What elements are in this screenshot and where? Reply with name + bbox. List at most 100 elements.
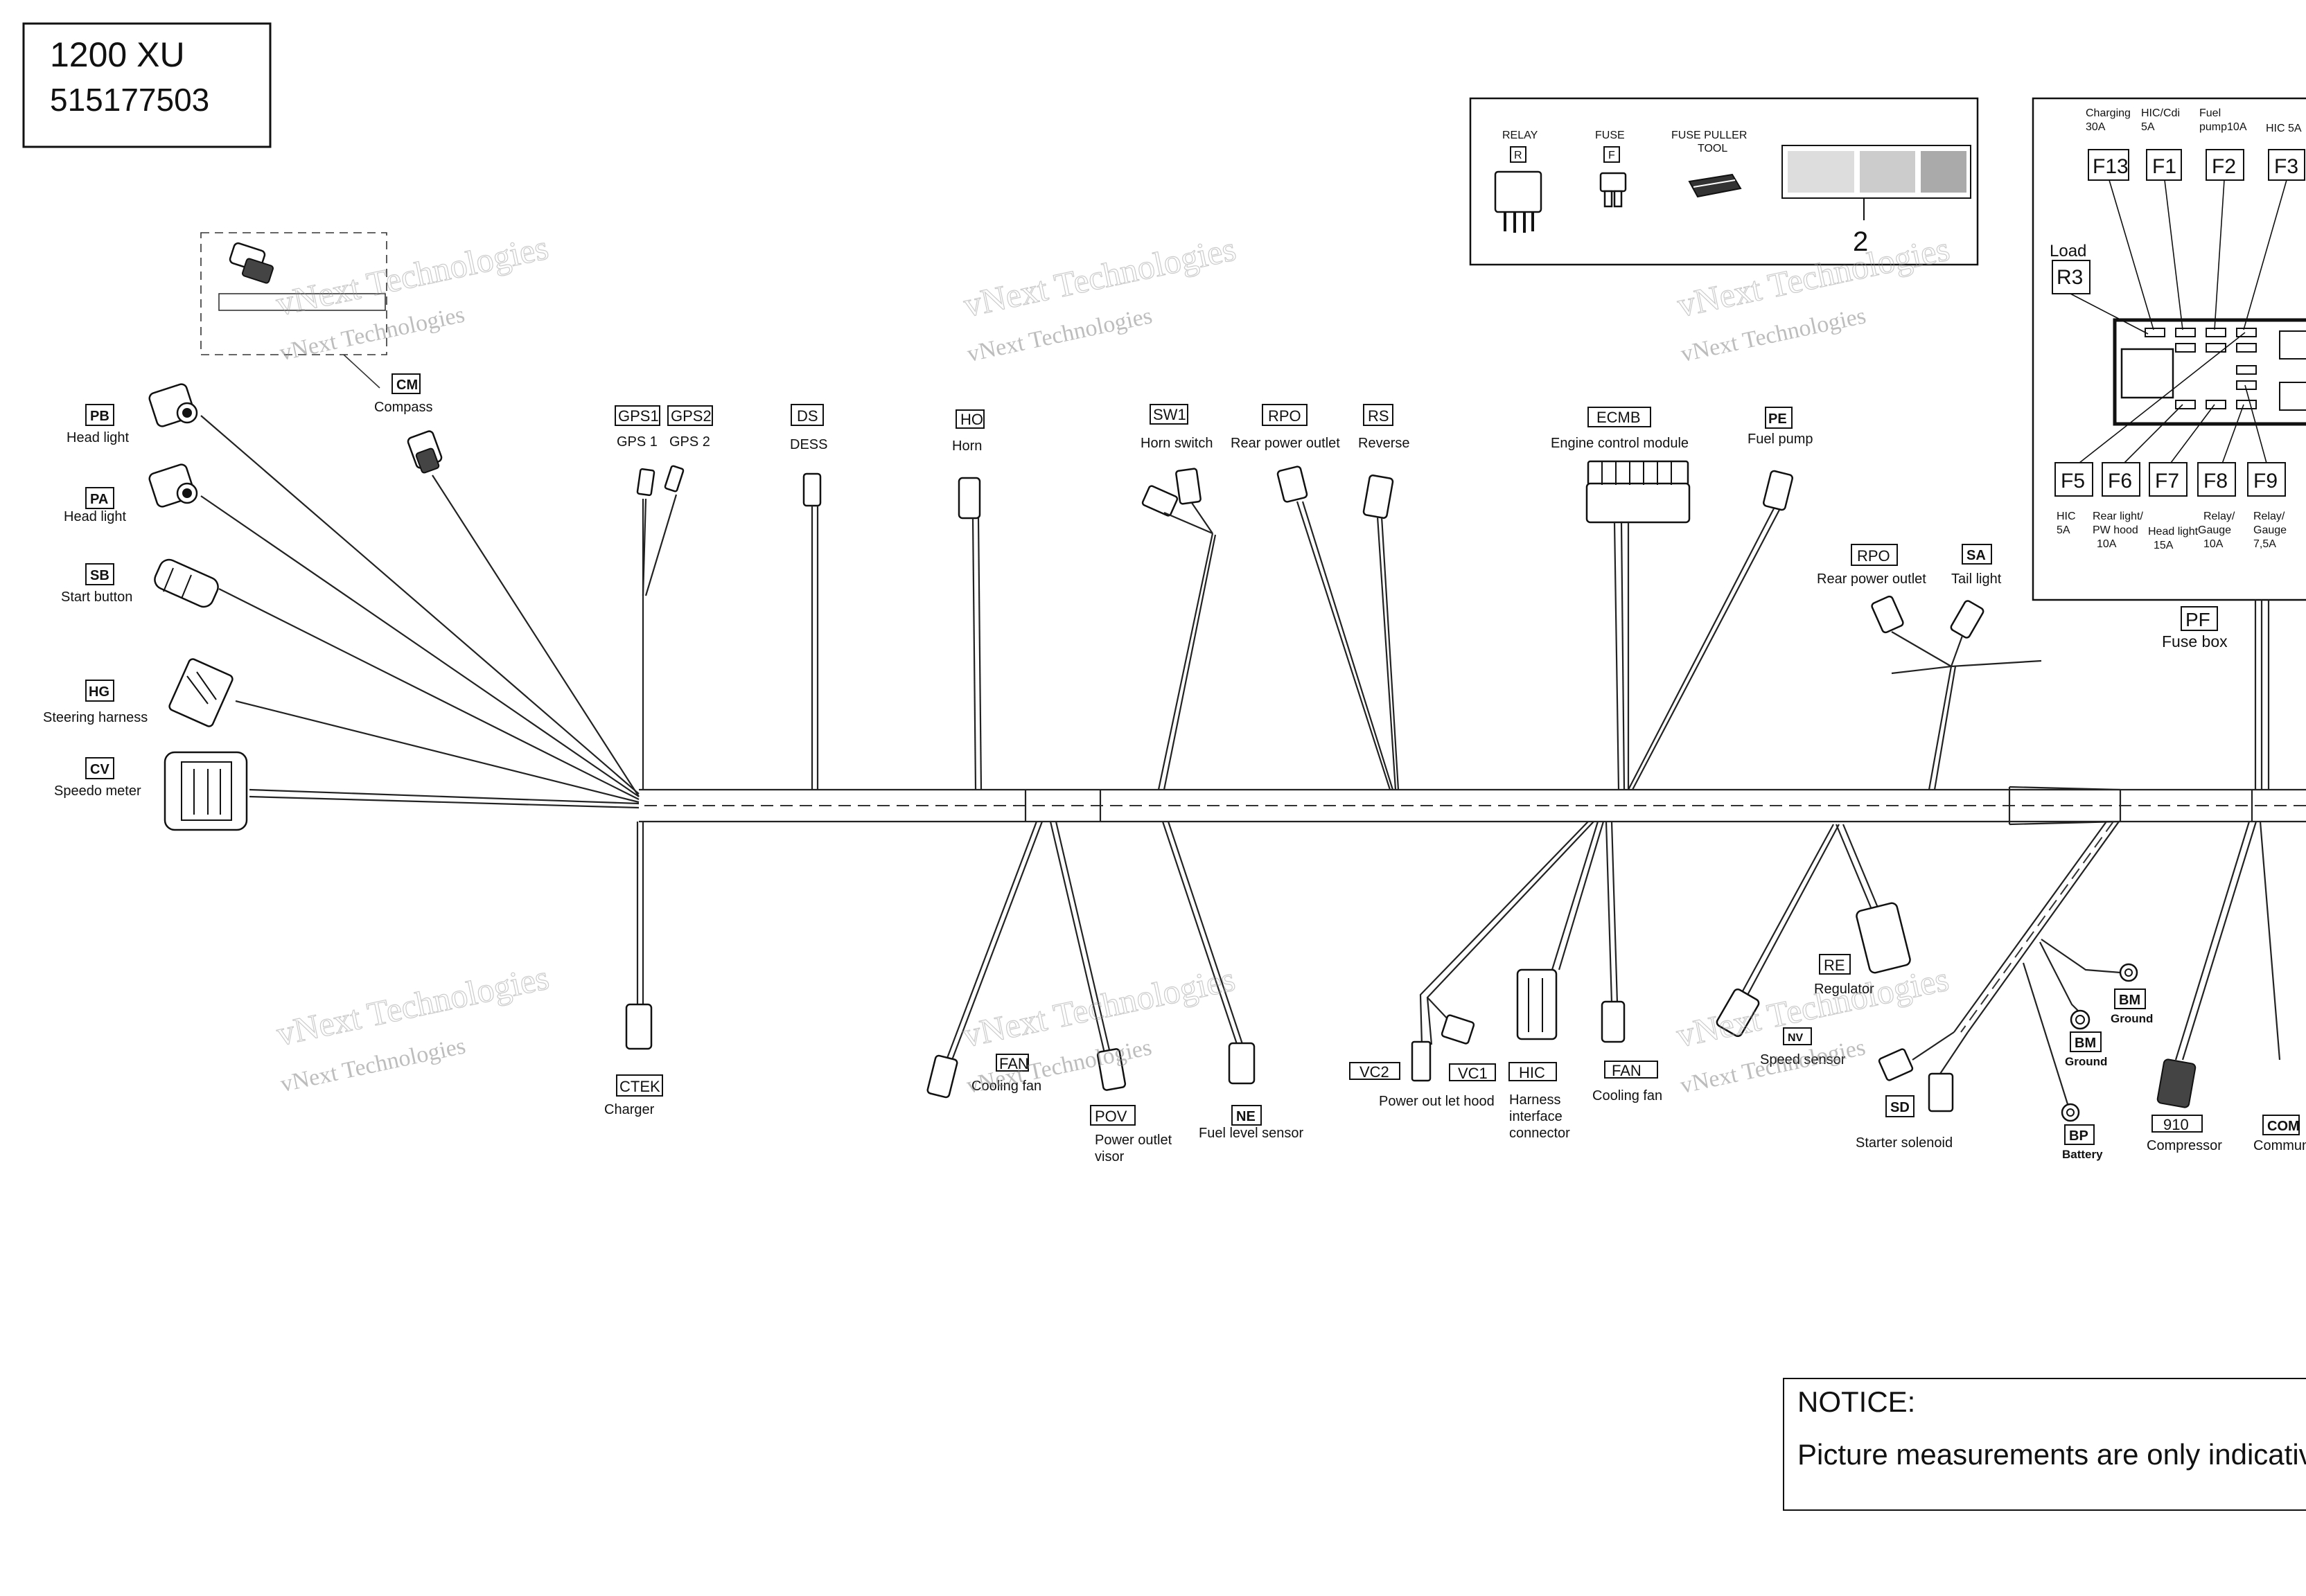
fuse-f8-code: F8 xyxy=(2203,470,2228,493)
left-branch-wires xyxy=(200,415,678,809)
fuse-f7-code: F7 xyxy=(2155,470,2179,493)
connector-gps1-code: GPS1 xyxy=(618,407,659,425)
fuse-f13-code: F13 xyxy=(2093,155,2129,178)
fuse-f5-label-1: HIC xyxy=(2057,511,2076,522)
connector-ho-name: Horn xyxy=(952,438,982,454)
fuse-f8-label-3: 10A xyxy=(2203,538,2224,550)
fuse-f5-label-2: 5A xyxy=(2057,524,2070,536)
connector-sa-code: SA xyxy=(1966,548,1986,563)
fuse-f9: F9 Relay/ Gauge 7,5A xyxy=(2247,462,2287,550)
fuse-f6: F6 Rear light/ PW hood 10A xyxy=(2093,462,2143,550)
start-button-plug-icon xyxy=(154,558,219,608)
legend-puller-label-2: TOOL xyxy=(1698,143,1727,154)
connector-re: RE Regulator xyxy=(1814,824,1911,997)
connector-rpo-name: Rear power outlet xyxy=(1231,436,1340,451)
notice-box: NOTICE: Picture measurements are only in… xyxy=(1783,1378,2306,1511)
connector-rpo2-code: RPO xyxy=(1857,547,1890,565)
connector-sd-name: Starter solenoid xyxy=(1856,1135,1953,1151)
fuse-f8-label-2: Gauge xyxy=(2198,524,2231,536)
relay-icon xyxy=(1494,170,1542,233)
connector-pe: PE Fuel pump xyxy=(1628,407,1813,790)
connector-gps2-code: GPS2 xyxy=(671,407,712,425)
connector-rpo2: RPO Rear power outlet xyxy=(1817,544,1926,634)
title-block: 1200 XU 515177503 xyxy=(22,22,272,148)
connector-sa-name: Tail light xyxy=(1951,571,2002,587)
connector-bm1: BM Ground xyxy=(2041,939,2153,1025)
fuse-f6-label-3: 10A xyxy=(2097,538,2117,550)
connector-bp-code: BP xyxy=(2069,1128,2088,1144)
connector-ctek-code: CTEK xyxy=(619,1078,660,1095)
connector-rpo2-name: Rear power outlet xyxy=(1817,571,1926,587)
connector-pb: PB Head light xyxy=(67,383,198,445)
connector-pf-name: Fuse box xyxy=(2162,632,2228,650)
connector-fan2-code: FAN xyxy=(1612,1062,1642,1079)
connector-bm1-code: BM xyxy=(2119,993,2140,1008)
legend-relay-label: RELAY xyxy=(1502,130,1538,141)
fuse-f13-label-2: 30A xyxy=(2086,121,2106,133)
connector-pb-name: Head light xyxy=(67,430,130,445)
connector-hic: HIC Harness interface connector xyxy=(1508,821,1605,1141)
connector-hic-name-3: connector xyxy=(1509,1126,1570,1141)
watermark-text: vNext Technologies xyxy=(1673,959,1953,1055)
connector-hic-code: HIC xyxy=(1519,1064,1545,1081)
connector-910: 910 Compressor xyxy=(2147,821,2257,1153)
fuse-f5-code: F5 xyxy=(2061,470,2085,493)
connector-cv-code: CV xyxy=(90,762,109,777)
headlight-plug-icon xyxy=(148,463,198,508)
connector-ne: NE Fuel level sensor xyxy=(1161,821,1304,1141)
connector-gps2-name: GPS 2 xyxy=(669,434,710,450)
connector-pe-code: PE xyxy=(1768,411,1787,427)
headlight-plug-icon xyxy=(148,383,198,427)
fuse-block-body xyxy=(2070,179,2306,466)
connector-bm2-name: Ground xyxy=(2065,1055,2107,1068)
notice-heading: NOTICE: xyxy=(1797,1385,1915,1418)
legend-relay-code: R xyxy=(1514,150,1522,161)
fuse-puller-icon xyxy=(1688,173,1742,198)
connector-fan2-name: Cooling fan xyxy=(1592,1088,1662,1103)
fuse-f2-code: F2 xyxy=(2212,155,2236,178)
connector-sw1: SW1 Horn switch xyxy=(1141,404,1217,790)
speedometer-plug-icon xyxy=(164,751,248,831)
connector-vc2-code: VC2 xyxy=(1359,1063,1389,1081)
connector-ecmb-code: ECMB xyxy=(1596,409,1641,426)
fuse-f2-label-1: Fuel xyxy=(2199,107,2221,119)
connector-com-name: Commun xyxy=(2253,1138,2306,1153)
connector-ctek-name: Charger xyxy=(604,1102,655,1117)
fuse-f7: F7 Head light 15A xyxy=(2148,462,2199,551)
legend-callout-number: 2 xyxy=(1853,227,1868,257)
fuse-f1-code: F1 xyxy=(2152,155,2176,178)
fuse-f13-label-1: Charging xyxy=(2086,107,2131,119)
connector-sd: SD Starter solenoid xyxy=(1856,1048,1954,1151)
connector-sb-name: Start button xyxy=(61,589,132,605)
connector-fan1: FAN Cooling fan xyxy=(926,821,1044,1099)
fuse-f7-label-2: 15A xyxy=(2154,540,2174,551)
connector-pov: POV Power outlet visor xyxy=(1049,821,1172,1164)
steering-harness-plug-icon xyxy=(168,658,234,727)
connector-com-code: COM xyxy=(2267,1119,2300,1134)
fuse-label-sticker-icon xyxy=(1781,145,1971,220)
connector-pf-code: PF xyxy=(2185,609,2210,630)
connector-nv-code: NV xyxy=(1788,1032,1804,1044)
connector-ds-code: DS xyxy=(797,407,818,425)
connector-sw1-name: Horn switch xyxy=(1141,436,1213,451)
rpo-rs-wires xyxy=(1296,501,1400,790)
connector-gps2: GPS2 GPS 2 xyxy=(664,405,713,493)
connector-bm2: BM Ground xyxy=(2039,941,2107,1068)
connector-bp-name: Battery xyxy=(2062,1148,2103,1161)
connector-ds-name: DESS xyxy=(790,437,827,452)
ecm-plug-icon xyxy=(1585,460,1691,524)
connector-ho: HO Horn xyxy=(952,409,985,790)
connector-cm-name: Compass xyxy=(374,400,432,415)
connector-vc2-vc1: VC2 VC1 Power out let hood xyxy=(1349,821,1594,1109)
connector-pov-code: POV xyxy=(1095,1108,1127,1125)
connector-pov-name-2: visor xyxy=(1095,1149,1125,1164)
connector-sa: SA Tail light xyxy=(1950,544,2002,639)
fuse-icon xyxy=(1599,172,1627,208)
legend-fuse-label: FUSE xyxy=(1595,130,1625,141)
fuse-f6-code: F6 xyxy=(2108,470,2132,493)
fuse-box-load-label: Load xyxy=(2050,242,2086,260)
watermark-text: vNext Technologies xyxy=(960,229,1240,324)
fuse-f2: Fuel pump10A F2 xyxy=(2199,107,2247,181)
connector-bp: BP Battery xyxy=(2022,962,2103,1161)
